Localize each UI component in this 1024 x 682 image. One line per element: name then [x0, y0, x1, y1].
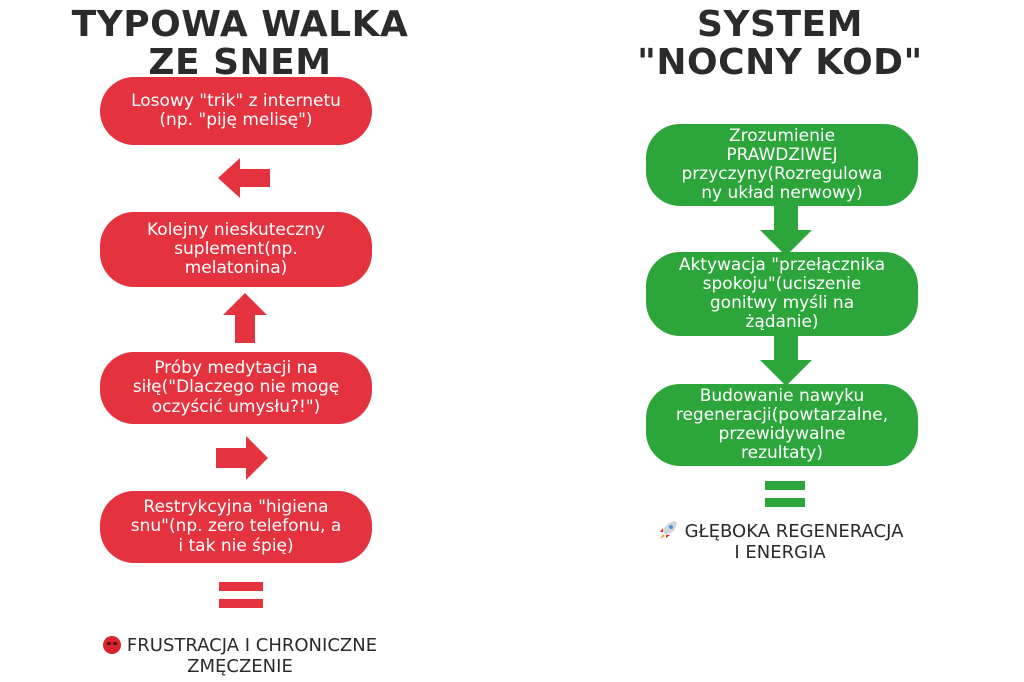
- left-step-1-line: (np. "piję melisę"): [159, 110, 313, 130]
- right-step-1: Zrozumienie PRAWDZIWEJ przyczyny(Rozregu…: [646, 124, 918, 206]
- left-result-line-2: ZMĘCZENIE: [187, 655, 293, 677]
- left-step-4: Restrykcyjna "higiena snu"(np. zero tele…: [100, 491, 372, 563]
- right-step-1-line: Zrozumienie: [728, 125, 836, 146]
- left-title-line-1: TYPOWA WALKA: [71, 4, 409, 45]
- left-result-line-1: FRUSTRACJA I CHRONICZNE: [40, 635, 440, 657]
- arrow-right-icon: [216, 436, 268, 480]
- right-result: GŁĘBOKA REGENERACJA I ENERGIA: [610, 519, 950, 563]
- angry-face-icon: [102, 636, 121, 654]
- arrow-down-icon: [760, 206, 812, 256]
- left-step-4-line: i tak nie śpię): [178, 535, 294, 556]
- left-step-2-line: suplement(np.: [174, 238, 298, 259]
- left-column-title: TYPOWA WALKA ZE SNEM: [70, 6, 410, 82]
- right-equals-icon: [765, 481, 805, 515]
- left-result-text: FRUSTRACJA I CHRONICZNE: [126, 635, 378, 656]
- right-step-2-line: spokoju"(uciszenie: [702, 273, 862, 294]
- left-step-4-line: snu"(np. zero telefonu, a: [130, 516, 342, 537]
- right-step-2-line: żądanie): [745, 312, 819, 333]
- right-step-1-line: ny układ nerwowy): [701, 183, 863, 204]
- right-step-3-line: Budowanie nawyku: [699, 385, 865, 406]
- left-step-2-line: melatonina): [184, 258, 288, 279]
- right-step-2: Aktywacja "przełącznika spokoju"(uciszen…: [646, 252, 918, 336]
- left-equals-icon: [219, 582, 263, 616]
- right-step-3-line: rezultaty): [741, 443, 823, 464]
- left-step-4-line: Restrykcyjna "higiena: [143, 497, 329, 518]
- arrow-down-icon: [760, 334, 812, 386]
- right-step-3-line: przewidywalne: [718, 424, 846, 444]
- left-step-3: Próby medytacji na siłę("Dlaczego nie mo…: [100, 352, 372, 424]
- left-step-2-line: Kolejny nieskuteczny: [147, 219, 325, 240]
- right-step-2-line: gonitwy myśli na: [709, 293, 855, 313]
- left-step-1: Losowy "trik" z internetu (np. "piję mel…: [100, 77, 372, 145]
- arrow-up-icon: [223, 293, 267, 343]
- right-title-line-1: SYSTEM: [697, 4, 863, 45]
- right-column-title: SYSTEM "NOCNY KOD": [610, 6, 950, 82]
- arrow-left-icon: [218, 158, 270, 198]
- right-result-line-1: GŁĘBOKA REGENERACJA: [610, 519, 950, 543]
- left-result: FRUSTRACJA I CHRONICZNE ZMĘCZENIE: [40, 635, 440, 677]
- left-step-2: Kolejny nieskuteczny suplement(np. melat…: [100, 212, 372, 287]
- right-step-2-line: Aktywacja "przełącznika: [678, 254, 886, 275]
- left-step-1-line: Losowy "trik" z internetu: [131, 90, 341, 111]
- left-title-line-2: ZE SNEM: [148, 41, 332, 83]
- right-title-line-2: "NOCNY KOD": [637, 41, 923, 83]
- right-result-text: GŁĘBOKA REGENERACJA: [684, 521, 904, 542]
- rocket-icon: [659, 521, 677, 539]
- left-step-3-line: Próby medytacji na: [154, 358, 318, 379]
- left-step-3-line: oczyścić umysłu?!"): [151, 396, 321, 417]
- right-result-line-2: I ENERGIA: [734, 541, 826, 563]
- right-step-1-line: przyczyny(Rozregulowa: [681, 164, 883, 184]
- left-step-3-line: siłę("Dlaczego nie mogę: [132, 377, 340, 398]
- right-step-3-line: regeneracji(powtarzalne,: [675, 404, 889, 425]
- right-step-3: Budowanie nawyku regeneracji(powtarzalne…: [646, 384, 918, 466]
- right-step-1-line: PRAWDZIWEJ: [726, 144, 838, 165]
